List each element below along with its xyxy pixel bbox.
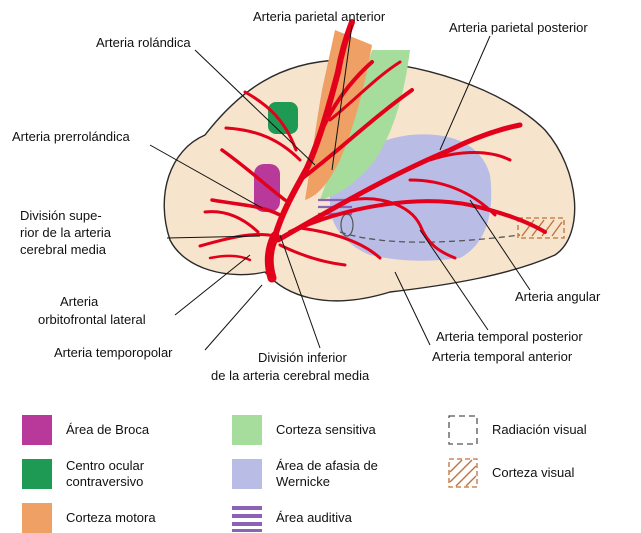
legend-item-corteza-sensitiva: Corteza sensitiva [232,415,376,445]
corteza-visual-swatch [448,458,478,488]
legend-label-wernicke: Área de afasia de Wernicke [276,458,378,489]
legend-item-area-auditiva: Área auditiva [232,503,352,533]
legend-label-corteza-visual: Corteza visual [492,465,575,480]
legend-item-wernicke: Área de afasia de Wernicke [232,458,378,490]
broca-area [254,164,280,212]
motor-cortex [305,30,372,200]
label-division-superior-line3: cerebral media [20,242,107,257]
legend-item-corteza-visual: Corteza visual [448,458,574,488]
label-division-inferior: División inferior de la arteria cerebral… [211,350,370,383]
eye-field-area [268,102,298,134]
label-arteria-orbitofrontal: Arteria orbitofrontal lateral [38,294,146,327]
legend-item-corteza-motora: Corteza motora [22,503,156,533]
legend-label-area-auditiva: Área auditiva [276,510,352,525]
legend-item-broca: Área de Broca [22,415,149,445]
label-arteria-prerrolandica: Arteria prerrolándica [12,129,131,144]
legend-label-radiacion-visual: Radiación visual [492,422,587,437]
label-arteria-angular: Arteria angular [515,289,601,304]
wernicke-area [330,134,492,261]
leader-lines [149,24,531,351]
label-orbitofrontal-line1: Arteria [60,294,99,309]
area-auditiva-swatch [232,503,262,533]
legend-item-radiacion-visual: Radiación visual [448,415,587,445]
wernicke-swatch [232,459,262,489]
label-arteria-temporal-posterior: Arteria temporal posterior [436,329,583,344]
label-division-inferior-line1: División inferior [258,350,348,365]
visual-radiation [339,231,521,243]
label-division-superior: División supe- rior de la arteria cerebr… [20,208,115,257]
legend-label-corteza-motora: Corteza motora [66,510,156,525]
label-arteria-parietal-anterior: Arteria parietal anterior [253,9,386,24]
legend-label-broca: Área de Broca [66,422,150,437]
label-arteria-parietal-posterior: Arteria parietal posterior [449,20,588,35]
broca-swatch [22,415,52,445]
label-arteria-temporopolar: Arteria temporopolar [54,345,173,360]
label-division-superior-line2: rior de la arteria [20,225,112,240]
legend-label-corteza-sensitiva: Corteza sensitiva [276,422,376,437]
label-division-inferior-line2: de la arteria cerebral media [211,368,370,383]
label-arteria-rolandica: Arteria rolándica [96,35,191,50]
legend-item-centro-ocular: Centro ocular contraversivo [22,458,144,490]
centro-ocular-swatch [22,459,52,489]
corteza-sensitiva-swatch [232,415,262,445]
radiacion-visual-swatch [448,415,478,445]
legend-label-centro-ocular: Centro ocular contraversivo [66,458,145,489]
label-division-superior-line1: División supe- [20,208,102,223]
middle-cerebral-artery-tree [198,19,547,283]
corteza-motora-swatch [22,503,52,533]
label-arteria-temporal-anterior: Arteria temporal anterior [432,349,573,364]
label-orbitofrontal-line2: orbitofrontal lateral [38,312,146,327]
